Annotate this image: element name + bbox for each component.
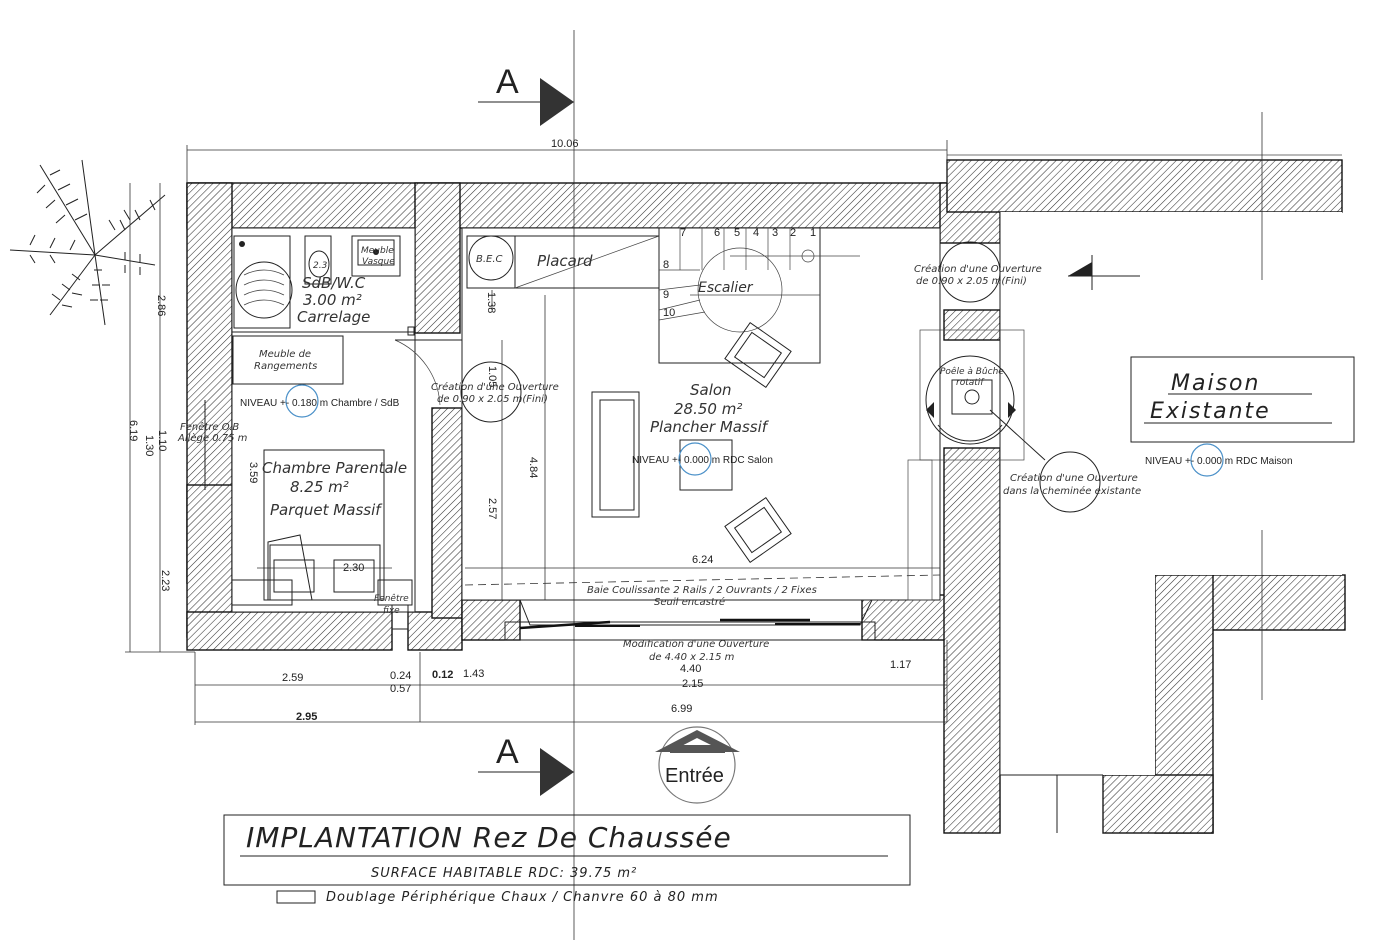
svg-text:6: 6 xyxy=(714,227,720,239)
svg-text:1.43: 1.43 xyxy=(463,668,484,680)
svg-text:10.06: 10.06 xyxy=(551,138,579,150)
legend-swatch xyxy=(276,890,316,904)
svg-text:2.57: 2.57 xyxy=(486,498,498,519)
svg-text:6.24: 6.24 xyxy=(692,554,713,566)
svg-text:IMPLANTATION Rez De Chaussée: IMPLANTATION Rez De Chaussée xyxy=(246,821,732,854)
svg-text:5: 5 xyxy=(734,227,740,239)
svg-text:2.95: 2.95 xyxy=(296,711,317,723)
svg-text:0.24: 0.24 xyxy=(390,670,411,682)
svg-text:Vasque: Vasque xyxy=(362,257,395,267)
section-marker-top: A xyxy=(478,63,574,126)
svg-text:6.19: 6.19 xyxy=(127,420,139,441)
svg-text:4.40: 4.40 xyxy=(680,663,701,675)
svg-text:1.30: 1.30 xyxy=(143,435,155,456)
svg-text:A: A xyxy=(496,733,519,771)
svg-text:de 4.40 x 2.15 m: de 4.40 x 2.15 m xyxy=(649,652,735,663)
svg-text:Modification d'une Ouverture: Modification d'une Ouverture xyxy=(623,639,769,650)
svg-text:1.17: 1.17 xyxy=(890,659,911,671)
svg-text:Allège 0.75 m: Allège 0.75 m xyxy=(177,432,248,444)
svg-text:2.23: 2.23 xyxy=(159,570,171,591)
svg-text:NIVEAU +- 0.180 m Chambre / Sd: NIVEAU +- 0.180 m Chambre / SdB xyxy=(240,398,400,409)
svg-text:Création d'une Ouverture: Création d'une Ouverture xyxy=(431,381,559,393)
svg-text:Poêle à Bûche: Poêle à Bûche xyxy=(940,366,1004,377)
tree-icon xyxy=(9,159,166,326)
svg-text:0.12: 0.12 xyxy=(432,669,453,681)
svg-text:3.59: 3.59 xyxy=(247,462,259,483)
svg-text:de 0.90 x 2.05 m(Fini): de 0.90 x 2.05 m(Fini) xyxy=(437,394,548,405)
svg-text:2.3: 2.3 xyxy=(313,261,328,271)
living-room: B.E.C Placard 7 6 5 4 3 2 1 8 9 10 Escal… xyxy=(431,227,876,663)
svg-text:Création d'une Ouverture: Création d'une Ouverture xyxy=(914,263,1042,275)
svg-text:3: 3 xyxy=(772,227,778,239)
svg-text:1.10: 1.10 xyxy=(156,430,168,451)
svg-text:Entrée: Entrée xyxy=(665,765,724,787)
section-marker-right xyxy=(1068,255,1140,290)
svg-text:1.38: 1.38 xyxy=(485,292,497,313)
svg-text:Carrelage: Carrelage xyxy=(297,308,370,326)
svg-text:28.50 m²: 28.50 m² xyxy=(674,400,742,418)
title-block: IMPLANTATION Rez De Chaussée SURFACE HAB… xyxy=(223,814,911,905)
svg-text:Doublage Périphérique Chaux /: Doublage Périphérique Chaux / Chanvre 60… xyxy=(326,890,719,905)
svg-text:Rangements: Rangements xyxy=(254,361,317,372)
svg-text:2.59: 2.59 xyxy=(282,672,303,684)
svg-text:Existante: Existante xyxy=(1150,399,1271,424)
svg-text:rotatif: rotatif xyxy=(956,378,985,388)
svg-text:B.E.C: B.E.C xyxy=(476,254,503,265)
svg-text:10: 10 xyxy=(663,307,675,319)
maison-level: NIVEAU +- 0.000 m RDC Maison xyxy=(1145,443,1293,477)
svg-text:2.30: 2.30 xyxy=(343,562,364,574)
svg-text:Création d'une Ouverture: Création d'une Ouverture xyxy=(1010,472,1138,484)
svg-text:Salon: Salon xyxy=(690,381,732,399)
svg-text:0.57: 0.57 xyxy=(390,683,411,695)
svg-text:Maison: Maison xyxy=(1171,371,1260,396)
svg-text:Seuil encastré: Seuil encastré xyxy=(654,596,725,608)
svg-text:Escalier: Escalier xyxy=(698,280,754,296)
svg-text:4: 4 xyxy=(753,227,759,239)
walls xyxy=(186,159,1346,834)
svg-text:fixe: fixe xyxy=(383,606,400,616)
svg-text:SURFACE HABITABLE RDC: 39.75 m: SURFACE HABITABLE RDC: 39.75 m² xyxy=(371,866,637,881)
fireplace: Création d'une Ouverture de 0.90 x 2.05 … xyxy=(907,241,1141,601)
svg-text:2.15: 2.15 xyxy=(682,678,703,690)
svg-text:3.00 m²: 3.00 m² xyxy=(303,291,362,309)
svg-text:Meuble de: Meuble de xyxy=(259,349,311,360)
chambre-level: NIVEAU +- 0.180 m Chambre / SdB xyxy=(240,384,400,418)
svg-text:Baie Coulissante 2 Rails / 2 O: Baie Coulissante 2 Rails / 2 Ouvrants / … xyxy=(587,585,817,596)
bedroom: Chambre Parentale 8.25 m² Parquet Massif… xyxy=(177,339,462,630)
dimension-labels: 10.06 2.86 6.19 1.10 1.30 2.23 3.59 1.38… xyxy=(127,138,911,723)
section-marker-bottom: A xyxy=(478,733,574,796)
svg-text:SdB/W.C: SdB/W.C xyxy=(302,274,366,292)
svg-text:6.99: 6.99 xyxy=(671,703,692,715)
svg-text:Placard: Placard xyxy=(537,252,593,270)
svg-text:1.05: 1.05 xyxy=(486,366,498,387)
svg-text:Meuble: Meuble xyxy=(361,246,394,256)
svg-text:1: 1 xyxy=(810,227,816,239)
svg-text:A: A xyxy=(496,63,519,101)
svg-text:Parquet Massif: Parquet Massif xyxy=(270,501,383,519)
svg-text:8.25 m²: 8.25 m² xyxy=(290,478,349,496)
svg-text:8: 8 xyxy=(663,259,669,271)
svg-text:de 0.90 x 2.05 m(Fini): de 0.90 x 2.05 m(Fini) xyxy=(916,276,1027,287)
svg-text:NIVEAU +- 0.000 m RDC Maison: NIVEAU +- 0.000 m RDC Maison xyxy=(1145,456,1293,467)
svg-text:9: 9 xyxy=(663,289,669,301)
svg-text:2.86: 2.86 xyxy=(155,295,167,316)
toilet-icon xyxy=(308,250,330,278)
svg-text:Fenêtre O.B: Fenêtre O.B xyxy=(180,421,239,433)
svg-text:dans la cheminée existante: dans la cheminée existante xyxy=(1003,485,1141,497)
svg-text:7: 7 xyxy=(680,227,686,239)
svg-text:NIVEAU +- 0.000 m RDC Salon: NIVEAU +- 0.000 m RDC Salon xyxy=(632,455,773,466)
svg-text:Chambre Parentale: Chambre Parentale xyxy=(262,459,407,477)
svg-text:2: 2 xyxy=(790,227,796,239)
bathroom: 2.3 SdB/W.C 3.00 m² Carrelage Meuble Vas… xyxy=(232,235,415,385)
salon-level: NIVEAU +- 0.000 m RDC Salon xyxy=(632,442,773,476)
svg-text:Fenêtre: Fenêtre xyxy=(374,593,409,604)
svg-text:Plancher Massif: Plancher Massif xyxy=(650,418,770,436)
maison-existante-label: Maison Existante xyxy=(1130,356,1355,443)
svg-text:4.84: 4.84 xyxy=(527,457,539,478)
entrance-icon: Entrée xyxy=(655,726,740,804)
dimension-lines xyxy=(125,112,1263,725)
